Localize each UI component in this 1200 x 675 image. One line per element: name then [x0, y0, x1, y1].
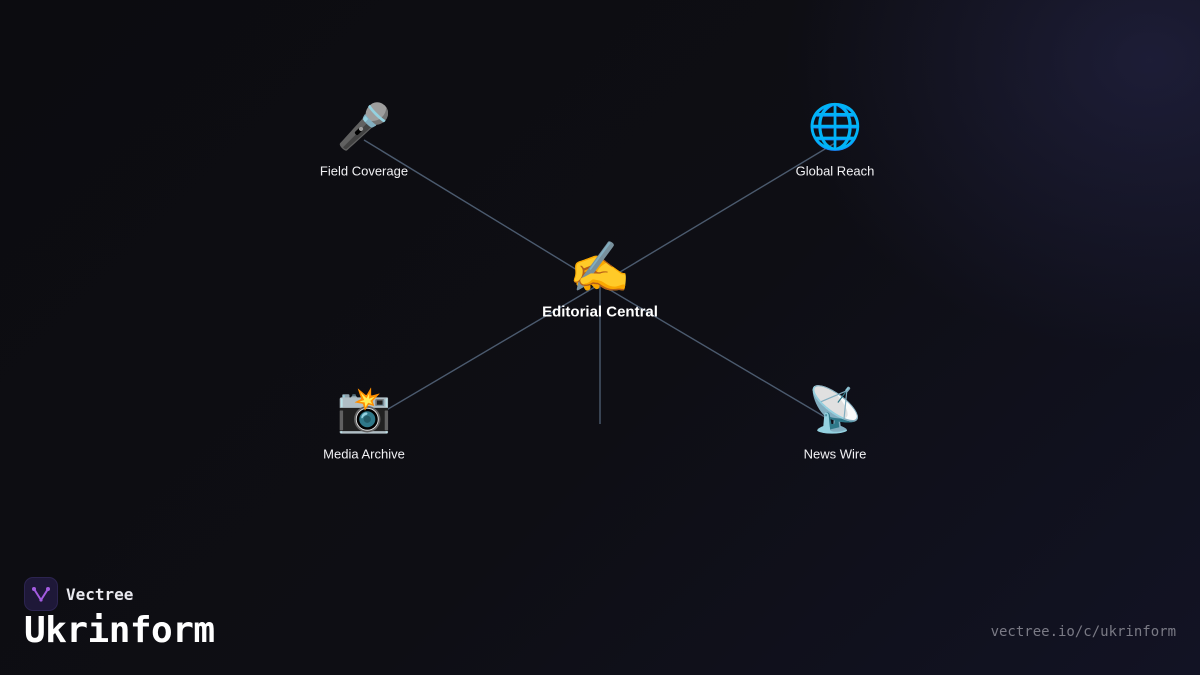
- brand-name: Vectree: [66, 584, 134, 604]
- camera-flash-icon: 📸: [336, 384, 392, 436]
- edge-news-wire: [599, 283, 831, 421]
- node-news-wire[interactable]: 📡 News Wire: [804, 385, 867, 462]
- node-label: Global Reach: [795, 163, 875, 179]
- node-label: News Wire: [803, 446, 867, 462]
- globe-icon: 🌐: [807, 101, 863, 153]
- edge-global-reach: [599, 142, 836, 285]
- node-label: Editorial Central: [542, 303, 658, 321]
- node-field-coverage[interactable]: 🎤 Field Coverage: [320, 102, 408, 179]
- node-media-archive[interactable]: 📸 Media Archive: [323, 385, 405, 462]
- edge-media-archive: [377, 283, 601, 416]
- satellite-dish-icon: 📡: [807, 384, 863, 436]
- brand[interactable]: Vectree: [24, 577, 133, 611]
- node-global-reach[interactable]: 🌐 Global Reach: [796, 102, 875, 179]
- page-title: Ukrinform: [24, 610, 215, 651]
- microphone-icon: 🎤: [336, 101, 392, 153]
- page-url[interactable]: vectree.io/c/ukrinform: [990, 624, 1176, 640]
- vectree-logo-icon: [24, 577, 58, 611]
- node-label: Media Archive: [323, 446, 405, 462]
- node-editorial-central[interactable]: ✍️ Editorial Central: [542, 240, 658, 321]
- edge-field-coverage: [363, 139, 601, 285]
- writing-hand-icon: ✍️: [568, 238, 632, 297]
- node-label: Field Coverage: [319, 163, 409, 179]
